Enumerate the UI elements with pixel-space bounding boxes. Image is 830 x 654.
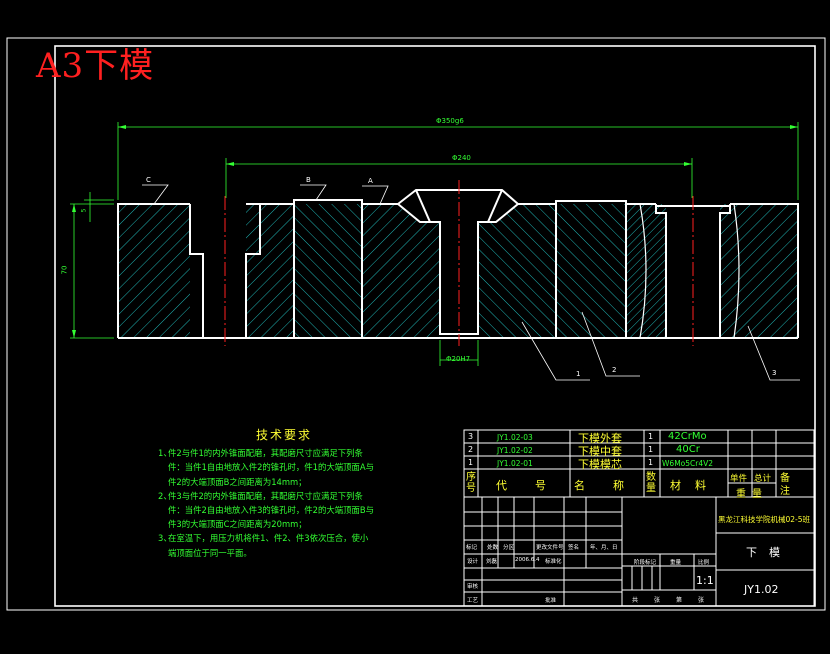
outline-left-top: [117, 203, 190, 338]
inner-frame: [54, 45, 816, 607]
weight-label: 重量: [670, 560, 682, 566]
middle-sleeve-left: [294, 204, 362, 338]
outer-frame: [6, 37, 826, 611]
outline-top-mid: [246, 199, 398, 205]
standardization-label: 标准化: [545, 559, 562, 565]
middle-sleeve-right: [556, 204, 626, 338]
designer-name: 刘磊: [486, 559, 498, 565]
surface-label-b: B: [306, 176, 311, 184]
sheet-total-label: 共: [632, 597, 639, 604]
change-count: 处数: [487, 545, 499, 551]
change-sign: 签名: [568, 545, 580, 551]
sheet-title: A3下模: [36, 46, 155, 86]
drawing-name: 下模: [746, 546, 792, 559]
change-doc: 更改文件号: [536, 545, 564, 551]
hole-left-l: [189, 204, 204, 338]
bom-row-2-no: 2: [468, 445, 474, 454]
bom-row-1-material: W6Mo5Cr4V2: [662, 459, 714, 468]
sheet-unit-label-b: 张: [698, 597, 705, 604]
bom-header-no: 序号: [466, 472, 476, 494]
hole-left-r: [245, 204, 261, 338]
core-left: [362, 204, 440, 338]
bom-row-1-name: 下模模芯: [578, 458, 622, 471]
tech-note-3: 3、在室温下，用压力机将件1、件2、件3依次压合，使小 端顶面位于同一平面。: [158, 533, 369, 558]
bom-row-1-qty: 1: [648, 458, 654, 467]
bom-row-3-code: JY1.02-03: [497, 433, 533, 442]
section-view: [70, 122, 800, 381]
bom-row-3-qty: 1: [648, 432, 654, 441]
sheet-unit-label-a: 张: [654, 597, 661, 604]
tech-note-2: 2、件3与件2的内外锥面配磨，其配磨尺寸应满足下列条 件：当件2自由地放入件3的…: [158, 490, 374, 530]
bom-header-remark: 备注: [780, 473, 790, 497]
outer-sleeve-left-b: [246, 204, 294, 338]
dim-overall-text: Φ350g6: [436, 117, 464, 125]
outer-sleeve-left-a: [118, 204, 190, 338]
part-callout-3: 3: [772, 369, 777, 377]
bom-header-material: 材料: [670, 479, 720, 492]
part-callout-1: 1: [576, 370, 581, 378]
design-date: 2006.6.4: [515, 557, 540, 563]
drawing-number: JY1.02: [744, 583, 779, 596]
stage-mark-label: 阶段标记: [634, 560, 657, 566]
scale-label: 比例: [698, 560, 710, 566]
bom-header-total: 总计: [754, 474, 772, 484]
review-label: 审核: [467, 584, 479, 590]
bom-row-1-code: JY1.02-01: [497, 459, 533, 468]
bom-row-2-qty: 1: [648, 445, 654, 454]
technical-requirements: 技术要求 1、件2与件1的内外锥面配磨，其配磨尺寸应满足下列条 件：当件1自由地…: [158, 428, 410, 560]
surface-label-c: C: [146, 176, 151, 184]
dim-inner-text: Φ240: [452, 154, 471, 162]
bom-row-3-material: 42CrMo: [668, 431, 707, 442]
approve-label: 批准: [545, 598, 557, 604]
bom-header-code: 代号: [496, 479, 574, 492]
dim-step-text: 5: [80, 208, 88, 213]
change-date: 年、月、日: [590, 545, 618, 551]
hole-right-r: [719, 204, 731, 338]
bom-row-3-name: 下模外套: [578, 432, 622, 445]
bom-row-2-name: 下模中套: [578, 445, 622, 458]
bom-header-qty: 数量: [646, 472, 656, 494]
bom-header-weight: 重量: [736, 489, 768, 500]
change-mark: 标记: [466, 545, 478, 551]
part-callout-2: 2: [612, 366, 617, 374]
bom-header-single: 单件: [730, 474, 748, 484]
change-zone: 分区: [503, 545, 515, 551]
bom-header-name: 名称: [574, 479, 652, 492]
bom-row-2-material: 40Cr: [676, 444, 700, 455]
hole-right-l: [655, 204, 667, 338]
bom-row-1-no: 1: [468, 458, 474, 467]
sheet-num-label: 第: [676, 597, 683, 604]
dim-hole-text: Φ20H7: [446, 355, 471, 363]
outline-right-top: [730, 203, 799, 338]
bom-row-2-code: JY1.02-02: [497, 446, 533, 455]
tech-heading: 技术要求: [255, 428, 312, 442]
tech-note-1: 1、件2与件1的内外锥面配磨，其配磨尺寸应满足下列条 件：当件1自由地放入件2的…: [158, 448, 374, 487]
school-name: 黑龙江科技学院机械02-5班: [718, 515, 811, 524]
scale-value: 1:1: [696, 574, 714, 587]
process-label: 工艺: [467, 598, 479, 604]
core-right: [478, 204, 556, 338]
surface-label-a: A: [368, 177, 373, 185]
design-label: 设计: [467, 559, 479, 565]
outer-sleeve-right-b: [720, 204, 798, 338]
bom-row-3-no: 3: [468, 432, 474, 441]
dim-height-text: 70: [60, 265, 69, 275]
title-block-lines: [463, 429, 815, 607]
outline-top-right: [518, 200, 656, 205]
